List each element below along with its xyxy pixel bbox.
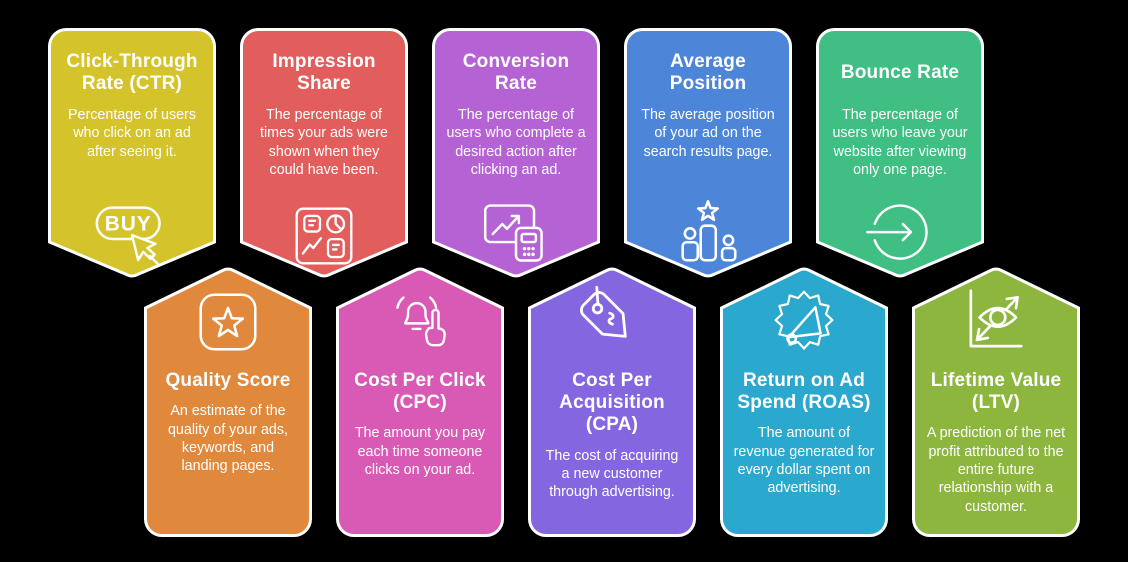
card-title: Conversion Rate bbox=[462, 50, 570, 94]
card-return-on-ad-spend: Return on Ad Spend (ROAS) The amount of … bbox=[720, 266, 888, 537]
analytics-report-icon bbox=[295, 207, 353, 265]
bell-click-icon bbox=[396, 296, 446, 347]
svg-text:BUY: BUY bbox=[105, 212, 152, 235]
card-title: Average Position bbox=[669, 50, 747, 94]
buy-click-icon: BUY bbox=[95, 205, 161, 265]
card-impression-share: Impression Share The percentage of times… bbox=[240, 28, 408, 278]
megaphone-burst-icon bbox=[774, 290, 834, 350]
exit-arrow-icon bbox=[866, 204, 928, 260]
card-cost-per-acquisition: Cost Per Acquisition (CPA) The cost of a… bbox=[528, 266, 696, 537]
card-click-through-rate: Click-Through Rate (CTR) Percentage of u… bbox=[48, 28, 216, 278]
card-cost-per-click: Cost Per Click (CPC) The amount you pay … bbox=[336, 266, 504, 537]
card-description: An estimate of the quality of your ads, … bbox=[167, 403, 288, 475]
pennant-up-shape bbox=[336, 267, 504, 537]
pennant-down-shape bbox=[624, 28, 792, 278]
star-badge-icon bbox=[199, 293, 257, 351]
pennant-up-shape bbox=[720, 267, 888, 537]
card-title: Return on Ad Spend (ROAS) bbox=[737, 370, 871, 414]
card-title: Quality Score bbox=[165, 370, 291, 391]
card-average-position: Average Position The average position of… bbox=[624, 28, 792, 278]
card-description: The percentage of times your ads were sh… bbox=[260, 107, 388, 178]
card-description: The percentage of users who leave your w… bbox=[832, 107, 968, 178]
card-description: The percentage of users who complete a d… bbox=[446, 107, 586, 178]
card-quality-score: Quality Score An estimate of the quality… bbox=[144, 266, 312, 537]
card-description: Percentage of users who click on an ad a… bbox=[68, 107, 196, 160]
card-conversion-rate: Conversion Rate The percentage of users … bbox=[432, 28, 600, 278]
card-description: The cost of acquiring a new customer thr… bbox=[545, 447, 679, 501]
pennant-up-shape bbox=[912, 267, 1080, 537]
card-bounce-rate: Bounce Rate The percentage of users who … bbox=[816, 28, 984, 278]
pennant-down-shape bbox=[48, 28, 216, 278]
chart-calculator-icon bbox=[483, 204, 543, 262]
price-tag-icon bbox=[580, 285, 627, 338]
card-title: Lifetime Value (LTV) bbox=[930, 370, 1062, 414]
card-description: The amount of revenue generated for ever… bbox=[733, 425, 875, 497]
pennant-up-shape bbox=[528, 267, 696, 537]
pennant-down-shape bbox=[816, 28, 984, 278]
card-title: Bounce Rate bbox=[840, 61, 960, 83]
card-title: Click-Through Rate (CTR) bbox=[66, 50, 198, 94]
pennant-down-shape bbox=[240, 28, 408, 278]
pennant-up-shape bbox=[144, 267, 312, 537]
vision-growth-icon bbox=[969, 289, 1023, 348]
card-lifetime-value: Lifetime Value (LTV) A prediction of the… bbox=[912, 266, 1080, 537]
pennant-down-shape bbox=[432, 28, 600, 278]
card-title: Impression Share bbox=[272, 50, 376, 94]
card-description: A prediction of the net profit attribute… bbox=[926, 425, 1066, 515]
ranking-podium-icon bbox=[681, 200, 737, 262]
card-title: Cost Per Acquisition (CPA) bbox=[559, 370, 665, 436]
card-description: The amount you pay each time someone cli… bbox=[354, 425, 486, 479]
card-title: Cost Per Click (CPC) bbox=[354, 370, 486, 414]
card-description: The average position of your ad on the s… bbox=[641, 107, 775, 160]
